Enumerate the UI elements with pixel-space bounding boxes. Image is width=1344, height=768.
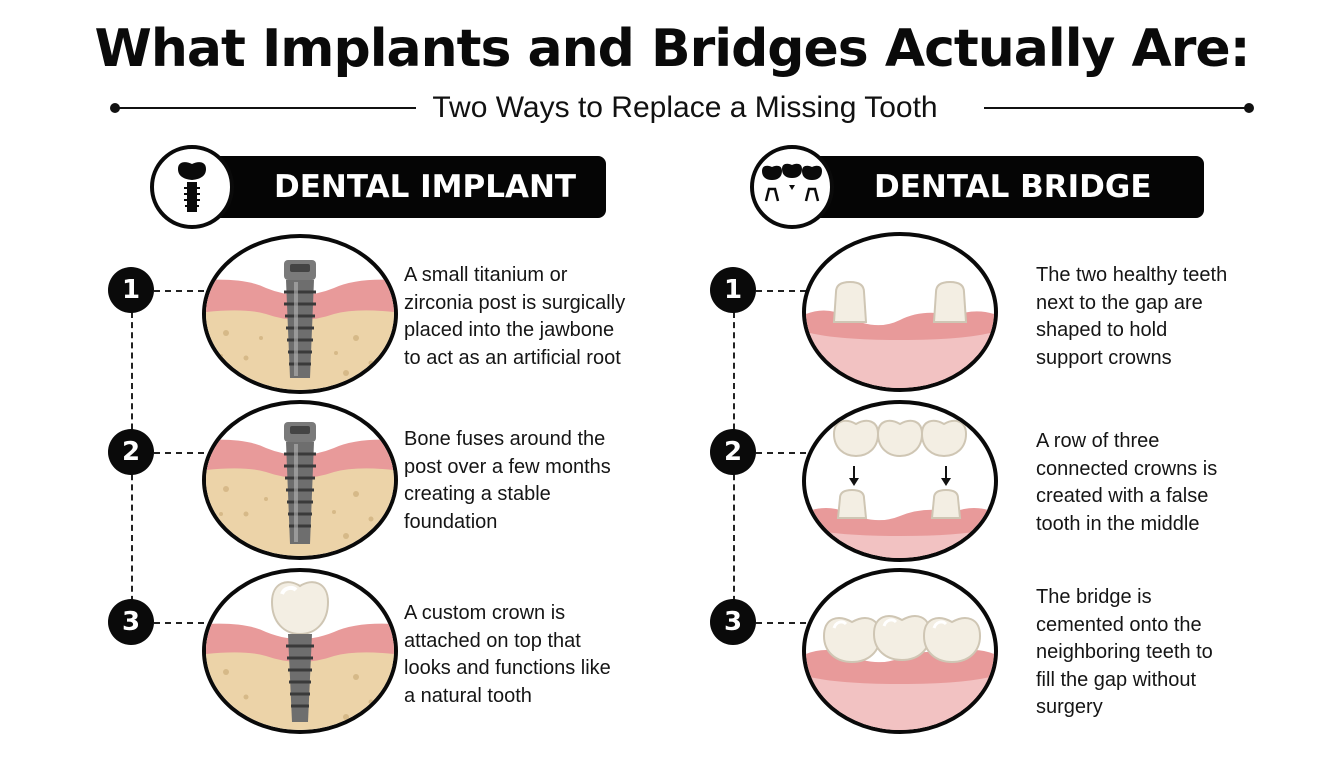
subtitle-row: Two Ways to Replace a Missing Tooth xyxy=(110,88,1260,128)
page-title: What Implants and Bridges Actually Are: xyxy=(94,19,1251,79)
connector xyxy=(756,452,806,454)
implant-banner: DENTAL IMPLANT xyxy=(190,156,606,218)
implant-step-2-number: 2 xyxy=(108,429,154,475)
bridge-step-2-illustration xyxy=(802,400,998,562)
implant-step-3-illustration xyxy=(202,568,398,734)
connector xyxy=(756,622,806,624)
rule-end-dot xyxy=(1244,103,1254,113)
bridge-icon xyxy=(762,163,822,202)
bridge-step-1-text: The two healthy teeth next to the gap ar… xyxy=(1036,264,1228,369)
bridge-step-3-number: 3 xyxy=(710,599,756,645)
subtitle-rule-right xyxy=(984,107,1248,109)
page-subtitle: Two Ways to Replace a Missing Tooth xyxy=(432,91,938,124)
bridge-step-1-illustration xyxy=(802,232,998,392)
implant-step-2-text: Bone fuses around the post over a few mo… xyxy=(404,428,611,533)
implant-banner-label: DENTAL IMPLANT xyxy=(274,169,577,205)
connector xyxy=(154,290,204,292)
implant-step-1-illustration xyxy=(202,234,398,394)
bridge-banner-label: DENTAL BRIDGE xyxy=(874,169,1152,205)
bridge-step-3-illustration xyxy=(802,568,998,734)
bridge-step-2-text: A row of three connected crowns is creat… xyxy=(1036,430,1218,535)
implant-step-3-text: A custom crown is attached on top that l… xyxy=(404,602,611,707)
bridge-step-1-number: 1 xyxy=(710,267,756,313)
bridge-badge xyxy=(750,145,834,229)
bridge-banner: DENTAL BRIDGE xyxy=(790,156,1204,218)
subtitle-rule-left xyxy=(116,107,416,109)
connector xyxy=(154,622,204,624)
implant-step-3-number: 3 xyxy=(108,599,154,645)
implant-badge xyxy=(150,145,234,229)
bridge-step-3-text: The bridge is cemented onto the neighbor… xyxy=(1036,586,1213,718)
rule-end-dot xyxy=(110,103,120,113)
implant-icon xyxy=(178,162,206,212)
implant-step-1-number: 1 xyxy=(108,267,154,313)
implant-step-1-text: A small titanium or zirconia post is sur… xyxy=(404,264,626,369)
connector xyxy=(756,290,806,292)
bridge-step-2-number: 2 xyxy=(710,429,756,475)
implant-step-2-illustration xyxy=(202,400,398,560)
connector xyxy=(154,452,204,454)
